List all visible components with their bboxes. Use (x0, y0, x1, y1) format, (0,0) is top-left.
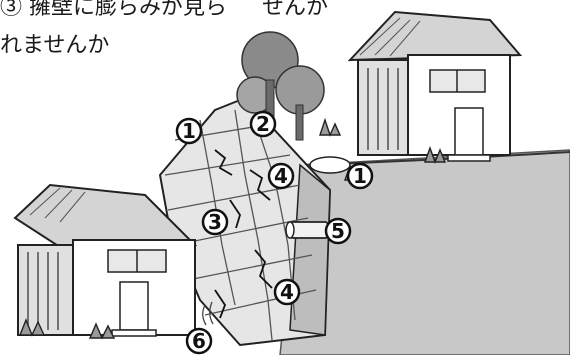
marker-3: 3 (201, 208, 229, 236)
trees (236, 31, 325, 141)
svg-text:1: 1 (353, 164, 367, 188)
marker-6: 6 (185, 327, 213, 355)
drain-pipe (285, 221, 329, 239)
marker-5: 5 (324, 217, 352, 245)
svg-text:4: 4 (274, 164, 288, 188)
caption-number: ③ (0, 0, 23, 20)
caption-line-1: ③ 擁壁に膨らみが見ら せんか (0, 0, 328, 19)
upper-house (347, 10, 523, 162)
marker-4b: 4 (273, 278, 301, 306)
marker-1a: 1 (175, 117, 203, 145)
caption-line-2: れませんか (0, 35, 109, 57)
svg-text:1: 1 (182, 119, 196, 143)
marker-4a: 4 (267, 162, 295, 190)
puddle (309, 156, 351, 174)
svg-text:3: 3 (208, 210, 222, 234)
caption-text-2: れませんか (0, 33, 110, 58)
svg-text:2: 2 (256, 112, 270, 136)
marker-2: 2 (249, 110, 277, 138)
svg-text:4: 4 (280, 280, 294, 304)
marker-1b: 1 (346, 162, 374, 190)
svg-text:6: 6 (192, 329, 206, 353)
seepage-marks (202, 301, 214, 326)
caption-tail: せんか (262, 0, 329, 20)
caption-text: 擁壁に膨らみが見ら (29, 0, 228, 20)
lower-house (13, 183, 198, 337)
svg-text:5: 5 (331, 219, 345, 243)
